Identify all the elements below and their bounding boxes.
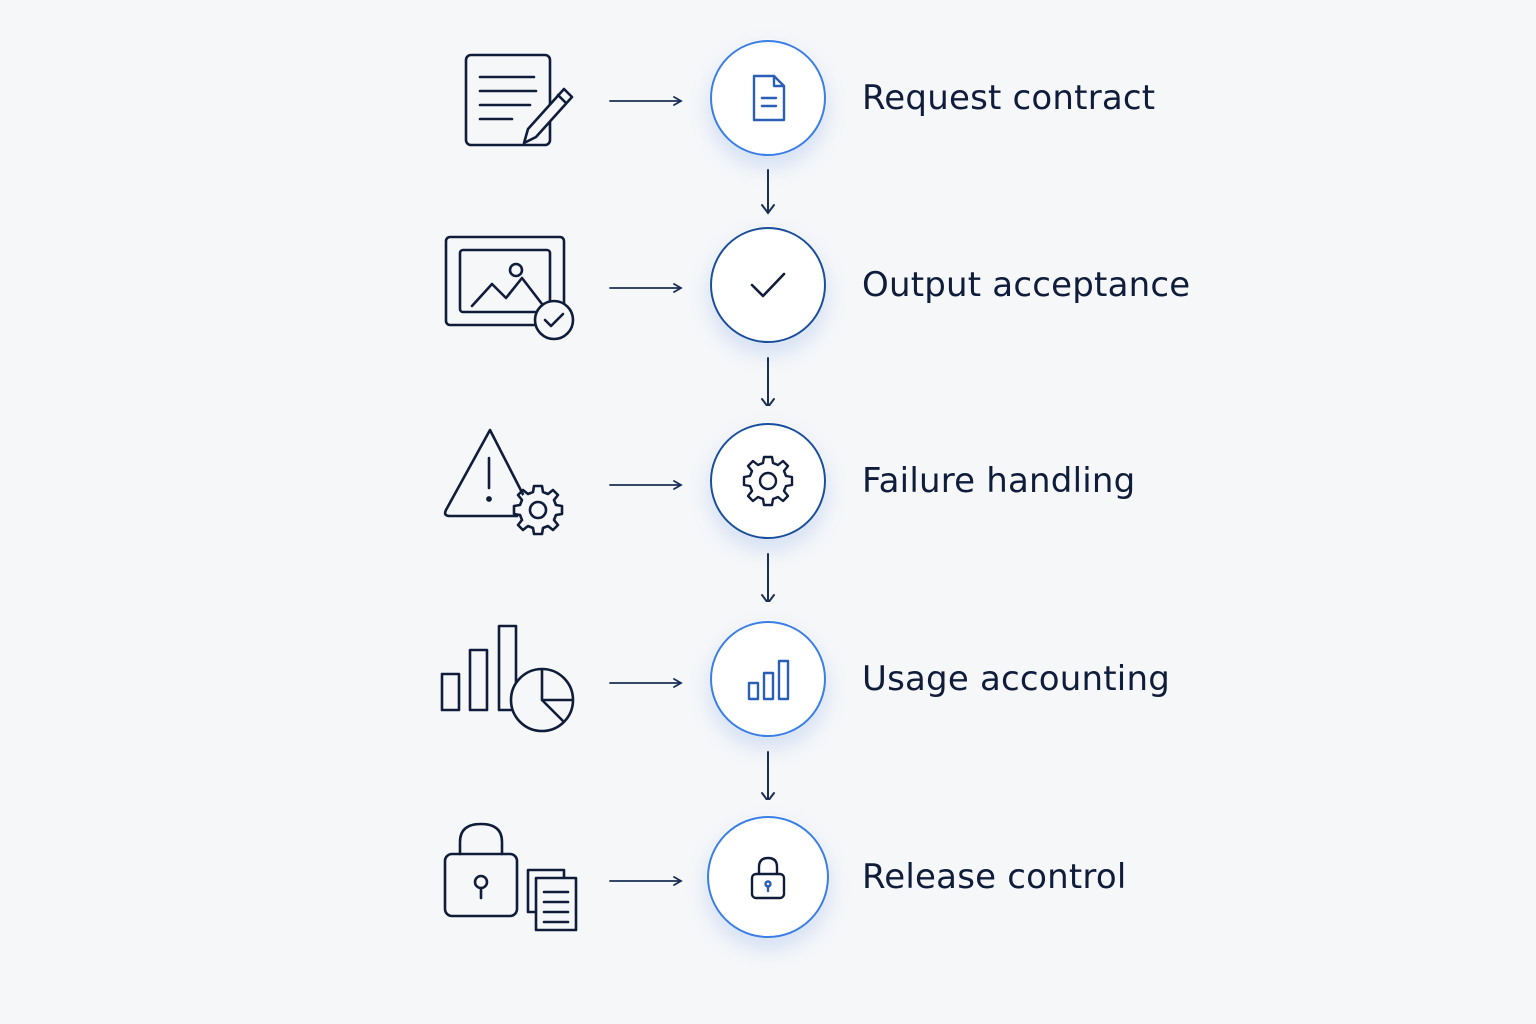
bar-chart-icon: [747, 659, 790, 701]
arrow-right-icon: [606, 872, 686, 886]
arrow-down-icon: [758, 750, 778, 803]
step-release-control: Release control: [0, 812, 1536, 942]
arrow-down-icon: [758, 552, 778, 605]
warning-gear-icon: [428, 416, 578, 546]
node-lock: [707, 816, 829, 938]
bar-pie-chart-icon: [430, 614, 580, 744]
gear-icon: [742, 455, 794, 507]
lock-documents-icon: [432, 812, 582, 942]
arrow-right-icon: [606, 674, 686, 688]
arrow-down-icon: [758, 168, 778, 218]
document-edit-icon: [440, 33, 590, 163]
image-check-icon: [430, 220, 580, 350]
node-gear: [710, 423, 826, 539]
step-failure-handling: Failure handling: [0, 416, 1536, 546]
document-icon: [752, 74, 786, 122]
arrow-right-icon: [606, 279, 686, 293]
lock-icon: [750, 856, 786, 900]
step-label: Request contract: [862, 78, 1156, 118]
step-usage-accounting: Usage accounting: [0, 614, 1536, 744]
checkmark-icon: [750, 272, 786, 298]
step-output-acceptance: Output acceptance: [0, 220, 1536, 350]
node-bar-chart: [710, 621, 826, 737]
step-label: Failure handling: [862, 461, 1136, 501]
node-check: [710, 227, 826, 343]
step-label: Usage accounting: [862, 659, 1170, 699]
step-label: Release control: [862, 857, 1127, 897]
node-document: [710, 40, 826, 156]
step-label: Output acceptance: [862, 265, 1191, 305]
arrow-down-icon: [758, 356, 778, 409]
arrow-right-icon: [606, 476, 686, 490]
step-request-contract: Request contract: [0, 33, 1536, 163]
arrow-right-icon: [606, 92, 686, 106]
